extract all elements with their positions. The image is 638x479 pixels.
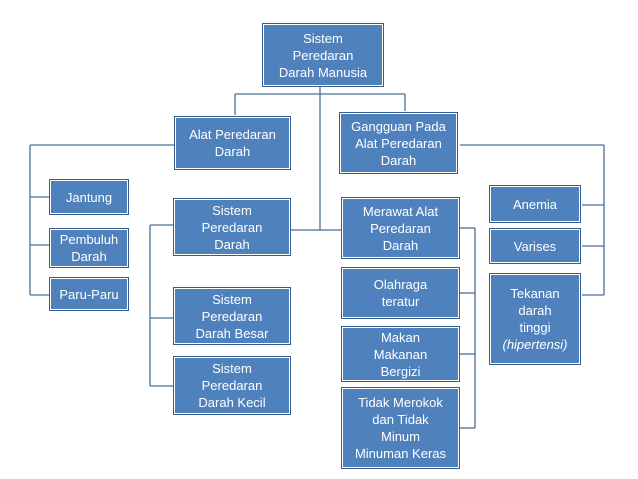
node-root: Sistem Peredaran Darah Manusia bbox=[263, 24, 383, 86]
node-varises: Varises bbox=[490, 229, 580, 263]
node-jantung: Jantung bbox=[50, 180, 128, 214]
node-paru-paru: Paru-Paru bbox=[50, 278, 128, 310]
node-sistem-peredaran-darah-besar: Sistem Peredaran Darah Besar bbox=[174, 288, 290, 344]
node-sistem-peredaran-darah: Sistem Peredaran Darah bbox=[174, 199, 290, 255]
node-makan: Makan Makanan Bergizi bbox=[342, 327, 459, 381]
node-alat-peredaran-darah: Alat Peredaran Darah bbox=[175, 117, 290, 169]
node-sistem-peredaran-darah-kecil: Sistem Peredaran Darah Kecil bbox=[174, 357, 290, 414]
node-merawat: Merawat Alat Peredaran Darah bbox=[342, 198, 459, 258]
node-pembuluh-darah: Pembuluh Darah bbox=[50, 229, 128, 267]
hipertensi-label: (hipertensi) bbox=[502, 337, 568, 352]
node-anemia: Anemia bbox=[490, 186, 580, 222]
node-tidak-merokok: Tidak Merokok dan Tidak Minum Minuman Ke… bbox=[342, 388, 459, 468]
node-olahraga: Olahraga teratur bbox=[342, 268, 459, 318]
node-gangguan: Gangguan Pada Alat Peredaran Darah bbox=[340, 113, 457, 173]
node-tekanan-darah-tinggi: Tekanan darah tinggi (hipertensi) bbox=[490, 274, 580, 364]
tekanan-label: Tekanan darah tinggi bbox=[510, 286, 560, 335]
